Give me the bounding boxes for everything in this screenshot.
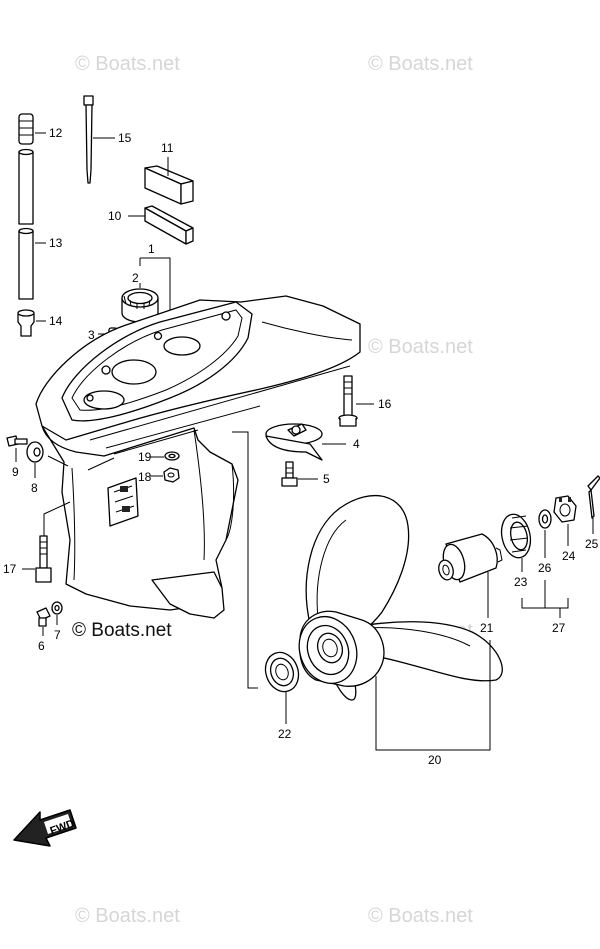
callout-10: 10	[108, 209, 122, 223]
callout-20: 20	[428, 753, 442, 767]
watermark-main: © Boats.net	[72, 620, 172, 641]
part-22-thrust-bushing	[264, 651, 300, 693]
part-26-washer	[538, 509, 552, 529]
callout-25: 25	[585, 537, 599, 551]
callout-22: 22	[278, 727, 292, 741]
callout-21: 21	[480, 621, 494, 635]
callout-1: 1	[148, 242, 155, 256]
callout-9: 9	[12, 465, 19, 479]
callout-3: 3	[88, 328, 95, 342]
watermark-top-left: © Boats.net	[75, 53, 180, 75]
callout-labels: 1 2 3 4 5 6 7 8 9 10 11 12 13 14 15 16 1…	[3, 126, 599, 767]
part-9-bolt	[6, 435, 28, 447]
gear-case-housing	[35, 295, 361, 619]
callout-2: 2	[132, 271, 139, 285]
callout-27: 27	[552, 621, 566, 635]
part-19-washer	[164, 451, 180, 461]
callout-14: 14	[49, 314, 63, 328]
part-2-bearing	[121, 288, 159, 323]
watermark-bottom-right: © Boats.net	[368, 905, 473, 927]
part-12-seal	[18, 113, 34, 145]
callout-24: 24	[562, 549, 576, 563]
callout-4: 4	[353, 437, 360, 451]
part-17-bolt	[35, 535, 52, 583]
part-24-castle-nut	[553, 495, 577, 523]
callout-8: 8	[31, 481, 38, 495]
callout-15: 15	[118, 131, 132, 145]
callout-6: 6	[38, 639, 45, 653]
watermark-top-right: © Boats.net	[368, 53, 473, 75]
callout-5: 5	[323, 472, 330, 486]
callout-7: 7	[54, 628, 61, 642]
callout-11: 11	[161, 141, 174, 155]
part-13-water-tube-lower	[18, 227, 34, 300]
callout-23: 23	[514, 575, 528, 589]
part-11-block	[144, 165, 194, 205]
part-25-cotter-pin	[587, 475, 600, 519]
part-6-bolt	[36, 607, 51, 627]
part-4-trim-tab	[265, 423, 323, 461]
part-20-propeller	[298, 494, 503, 701]
watermark-mid-right: © Boats.net	[368, 336, 473, 358]
part-18-nut	[163, 467, 180, 483]
part-5-bolt	[281, 461, 298, 487]
watermark-bottom-left: © Boats.net	[75, 905, 180, 927]
callout-17: 17	[3, 562, 17, 576]
callout-16: 16	[378, 397, 392, 411]
part-7-washer	[51, 601, 63, 615]
part-15-cable-tie	[83, 95, 94, 184]
part-8-nut	[26, 441, 44, 463]
callout-13: 13	[49, 236, 63, 250]
callout-12: 12	[49, 126, 63, 140]
part-16-bolt	[338, 375, 358, 427]
part-10-plate	[144, 205, 194, 245]
part-13-water-tube-upper	[18, 148, 34, 225]
part-14-grommet	[17, 309, 35, 337]
part-23-washer	[500, 513, 532, 559]
callout-19: 19	[138, 450, 152, 464]
fwd-arrow-icon: FWD	[13, 809, 77, 847]
callout-26: 26	[538, 561, 552, 575]
callout-18: 18	[138, 470, 152, 484]
part-21-spacer	[438, 533, 503, 583]
